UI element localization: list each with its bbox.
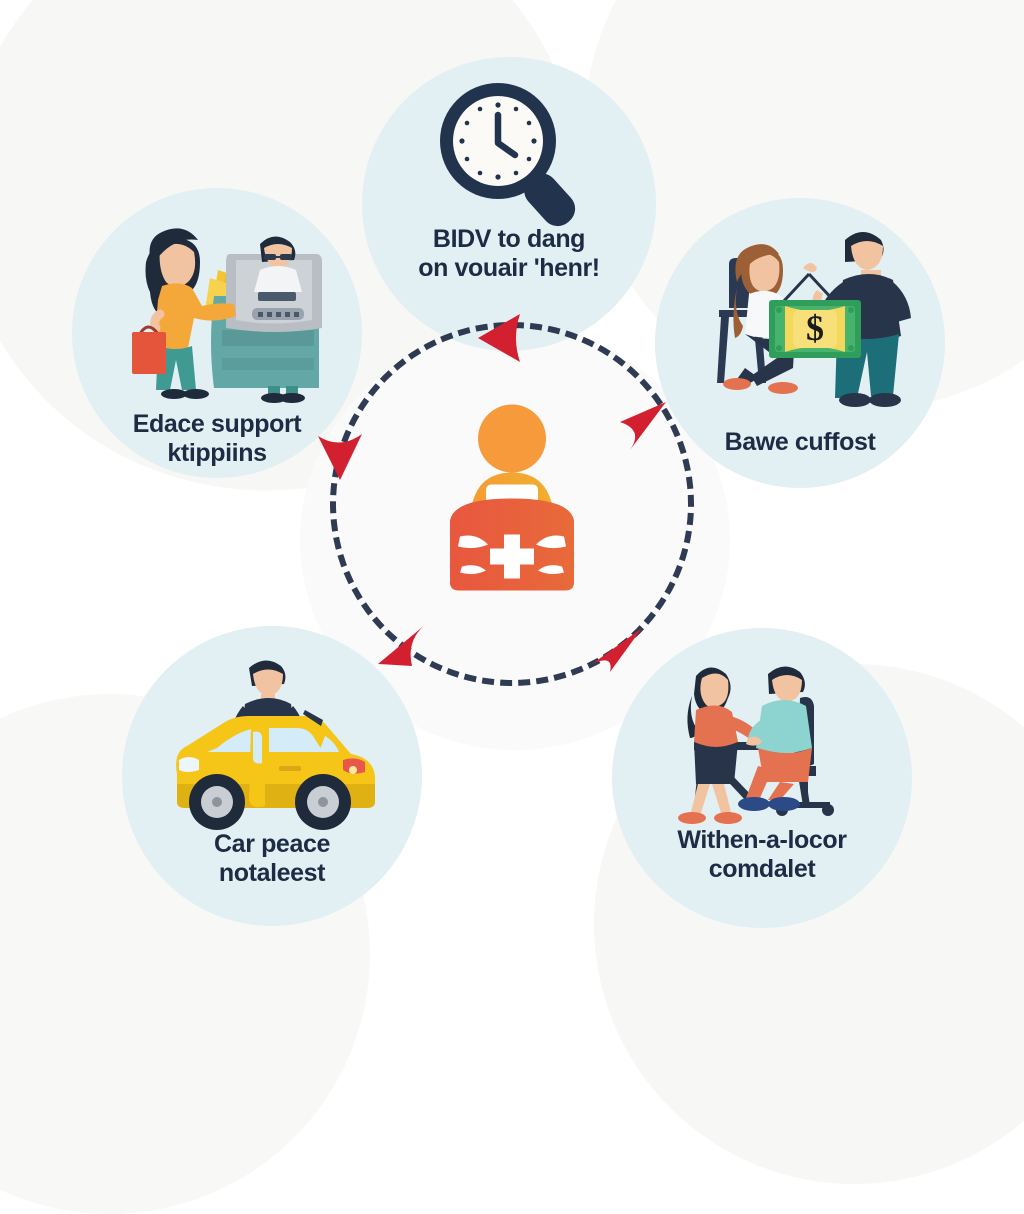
center-hub <box>330 322 694 686</box>
node-right-label: Bawe cuffost <box>655 428 945 457</box>
woman-and-man-at-atm-kiosk-illustration <box>72 218 362 413</box>
node-bottom-right[interactable]: Withen-a-locor comdalet <box>612 628 912 928</box>
car-with-medical-cross-and-person-icon <box>426 403 598 606</box>
arrow-lower-left <box>372 614 432 677</box>
node-top-label-line2: on vouair 'henr! <box>418 253 600 282</box>
infographic-canvas: BIDV to dang on vouair 'henr! <box>72 57 945 928</box>
node-bottom-right-label-line1: Withen-a-locor <box>677 826 847 854</box>
arrow-top <box>470 312 536 369</box>
arrow-lower-right <box>586 618 648 679</box>
node-top[interactable]: BIDV to dang on vouair 'henr! <box>362 57 656 351</box>
node-top-label: BIDV to dang on vouair 'henr! <box>362 225 656 282</box>
node-bottom-right-label: Withen-a-locor comdalet <box>612 826 912 883</box>
magnifying-glass-with-clock-icon <box>362 79 656 229</box>
node-bottom-left[interactable]: Car peace notaleest <box>122 626 422 926</box>
node-bottom-left-label-line2: notaleest <box>218 858 326 887</box>
node-left-label: Edace support ktippiins <box>72 410 362 467</box>
node-right[interactable]: $ Bawe cuffost <box>655 198 945 488</box>
woman-and-seated-man-handshake-at-desk-illustration <box>612 654 912 829</box>
yellow-car-with-man-illustration <box>122 650 422 840</box>
node-bottom-left-label: Car peace notaleest <box>122 830 422 887</box>
arrow-left <box>316 424 368 491</box>
node-left[interactable]: Edace support ktippiins <box>72 188 362 478</box>
node-left-label-line2: ktippiins <box>167 438 267 467</box>
node-bottom-left-label-line1: Car peace <box>214 830 330 858</box>
arrow-upper-right <box>614 396 672 461</box>
svg-text:$: $ <box>806 308 824 348</box>
node-top-label-line1: BIDV to dang <box>432 225 586 253</box>
node-bottom-right-label-line2: comdalet <box>708 854 816 883</box>
node-right-label-line1: Bawe cuffost <box>724 428 876 456</box>
two-people-holding-dollar-banknote-illustration: $ <box>655 210 945 420</box>
node-left-label-line1: Edace support <box>132 410 302 438</box>
